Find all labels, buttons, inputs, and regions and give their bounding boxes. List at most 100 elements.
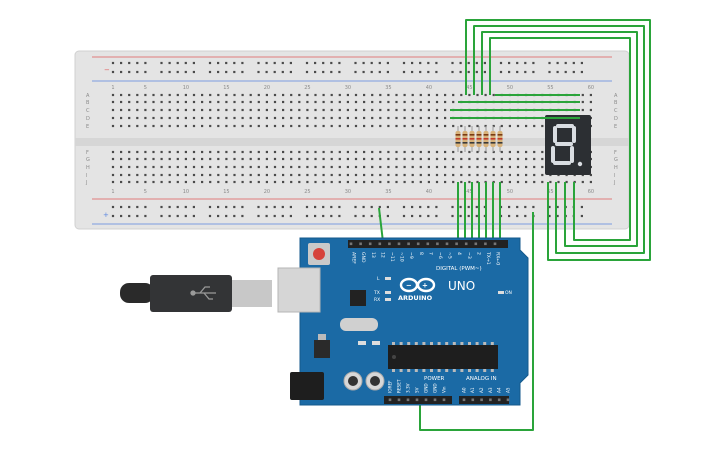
header-pin[interactable] — [407, 242, 410, 246]
rail-hole[interactable] — [402, 214, 406, 218]
breadboard-hole[interactable] — [371, 165, 374, 169]
breadboard-hole[interactable] — [306, 180, 309, 184]
breadboard-hole[interactable] — [282, 124, 285, 128]
rail-hole[interactable] — [411, 205, 414, 209]
breadboard-hole[interactable] — [192, 180, 196, 184]
rail-hole[interactable] — [580, 205, 583, 209]
header-pin[interactable] — [484, 242, 487, 246]
breadboard-hole[interactable] — [136, 150, 139, 154]
breadboard-hole[interactable] — [111, 150, 115, 154]
header-pin[interactable] — [378, 242, 382, 246]
breadboard-hole[interactable] — [111, 100, 115, 104]
breadboard-hole[interactable] — [330, 108, 333, 112]
breadboard-hole[interactable] — [192, 116, 196, 120]
breadboard-hole[interactable] — [225, 93, 228, 97]
breadboard-hole[interactable] — [160, 180, 163, 184]
breadboard-hole[interactable] — [371, 116, 374, 120]
breadboard-hole[interactable] — [435, 93, 439, 97]
rail-hole[interactable] — [556, 205, 559, 209]
breadboard-hole[interactable] — [379, 157, 382, 161]
breadboard-hole[interactable] — [314, 116, 317, 120]
breadboard-hole[interactable] — [452, 100, 455, 104]
breadboard-hole[interactable] — [120, 180, 123, 184]
breadboard-hole[interactable] — [298, 108, 301, 112]
breadboard-hole[interactable] — [322, 108, 325, 112]
breadboard-hole[interactable] — [257, 173, 260, 177]
breadboard-hole[interactable] — [387, 173, 390, 177]
breadboard-hole[interactable] — [354, 116, 358, 120]
breadboard-hole[interactable] — [484, 173, 487, 177]
breadboard-hole[interactable] — [249, 100, 252, 104]
breadboard-hole[interactable] — [201, 108, 204, 112]
breadboard-hole[interactable] — [249, 93, 252, 97]
breadboard-hole[interactable] — [282, 93, 285, 97]
rail-hole[interactable] — [516, 70, 519, 74]
rail-hole[interactable] — [241, 205, 244, 209]
breadboard-hole[interactable] — [306, 165, 309, 169]
breadboard-hole[interactable] — [201, 100, 204, 104]
breadboard-hole[interactable] — [468, 157, 471, 161]
rail-hole[interactable] — [427, 205, 430, 209]
rail-hole[interactable] — [314, 214, 317, 218]
breadboard-hole[interactable] — [265, 100, 268, 104]
rail-hole[interactable] — [128, 205, 131, 209]
breadboard-hole[interactable] — [298, 93, 301, 97]
breadboard-hole[interactable] — [484, 93, 487, 97]
breadboard-hole[interactable] — [371, 173, 374, 177]
breadboard-hole[interactable] — [338, 116, 341, 120]
rail-hole[interactable] — [508, 214, 511, 218]
rail-hole[interactable] — [128, 214, 131, 218]
breadboard-hole[interactable] — [330, 180, 333, 184]
rail-hole[interactable] — [176, 214, 179, 218]
breadboard-hole[interactable] — [128, 165, 131, 169]
breadboard-hole[interactable] — [273, 124, 277, 128]
rail-hole[interactable] — [241, 70, 244, 74]
breadboard-hole[interactable] — [314, 150, 317, 154]
rail-hole[interactable] — [516, 61, 519, 65]
rail-hole[interactable] — [411, 61, 414, 65]
header-pin[interactable] — [388, 398, 392, 402]
breadboard-hole[interactable] — [265, 157, 268, 161]
breadboard-hole[interactable] — [111, 180, 115, 184]
breadboard-hole[interactable] — [444, 150, 447, 154]
breadboard-hole[interactable] — [160, 116, 163, 120]
rail-hole[interactable] — [168, 214, 171, 218]
breadboard-hole[interactable] — [541, 180, 544, 184]
rail-hole[interactable] — [451, 214, 454, 218]
rail-hole[interactable] — [233, 205, 236, 209]
breadboard-hole[interactable] — [330, 116, 333, 120]
breadboard-hole[interactable] — [476, 173, 479, 177]
rail-hole[interactable] — [532, 61, 535, 65]
breadboard-hole[interactable] — [435, 173, 439, 177]
rail-hole[interactable] — [144, 214, 147, 218]
breadboard-hole[interactable] — [257, 150, 260, 154]
breadboard-hole[interactable] — [225, 124, 228, 128]
breadboard-hole[interactable] — [435, 100, 439, 104]
breadboard-hole[interactable] — [581, 100, 584, 104]
breadboard-hole[interactable] — [217, 116, 220, 120]
breadboard-hole[interactable] — [322, 100, 325, 104]
breadboard-hole[interactable] — [257, 165, 260, 169]
breadboard-hole[interactable] — [136, 180, 139, 184]
header-pin[interactable] — [493, 242, 497, 246]
rail-hole[interactable] — [556, 70, 559, 74]
rail-hole[interactable] — [233, 70, 236, 74]
breadboard-hole[interactable] — [120, 93, 123, 97]
breadboard-hole[interactable] — [387, 100, 390, 104]
breadboard-hole[interactable] — [387, 124, 390, 128]
rail-hole[interactable] — [435, 61, 438, 65]
rail-hole[interactable] — [281, 205, 284, 209]
breadboard-hole[interactable] — [265, 124, 268, 128]
breadboard-hole[interactable] — [176, 180, 179, 184]
breadboard-hole[interactable] — [346, 108, 349, 112]
breadboard-hole[interactable] — [120, 173, 123, 177]
breadboard-hole[interactable] — [541, 124, 544, 128]
rail-hole[interactable] — [338, 214, 341, 218]
breadboard-hole[interactable] — [508, 173, 511, 177]
breadboard-hole[interactable] — [168, 100, 171, 104]
breadboard-hole[interactable] — [363, 173, 366, 177]
rail-hole[interactable] — [354, 205, 357, 209]
breadboard-hole[interactable] — [273, 100, 277, 104]
breadboard-hole[interactable] — [152, 165, 155, 169]
